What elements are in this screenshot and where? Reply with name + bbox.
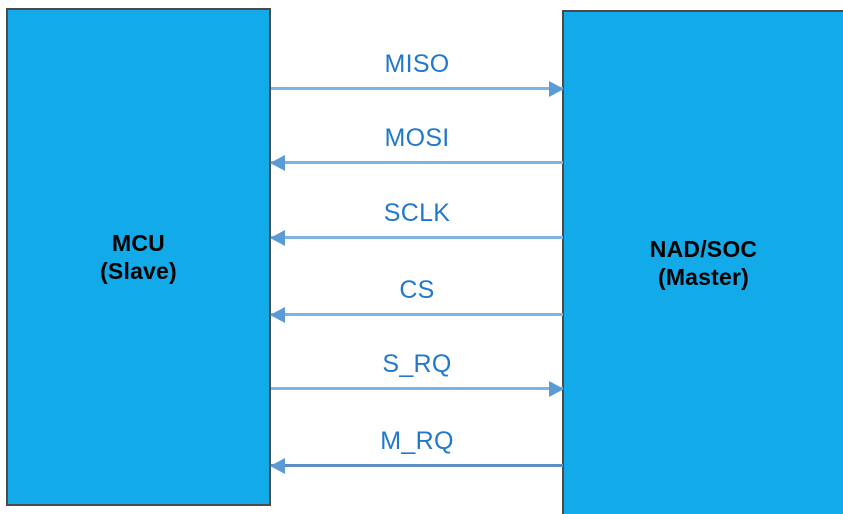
connection-cs-line bbox=[271, 313, 563, 316]
connection-sclk-line bbox=[271, 236, 563, 239]
connection-m-rq-label: M_RQ bbox=[380, 427, 454, 455]
connection-m-rq-line bbox=[271, 464, 563, 467]
arrow-left-icon bbox=[270, 230, 285, 246]
node-mcu-subtitle: (Slave) bbox=[100, 258, 177, 284]
node-nad-soc[interactable]: NAD/SOC (Master) bbox=[562, 10, 843, 514]
connection-mosi-line bbox=[271, 161, 563, 164]
connection-mosi-label: MOSI bbox=[384, 124, 450, 152]
connection-miso-line bbox=[271, 87, 563, 90]
arrow-left-icon bbox=[270, 155, 285, 171]
arrow-right-icon bbox=[549, 81, 564, 97]
connection-sclk-label: SCLK bbox=[383, 199, 451, 227]
arrow-right-icon bbox=[549, 381, 564, 397]
connection-s-rq-line bbox=[271, 387, 563, 390]
node-nad-soc-title: NAD/SOC bbox=[649, 235, 758, 262]
connection-cs-label: CS bbox=[399, 276, 435, 304]
node-mcu[interactable]: MCU (Slave) bbox=[6, 8, 271, 506]
connection-s-rq-label: S_RQ bbox=[382, 350, 452, 378]
connection-miso-label: MISO bbox=[384, 50, 450, 78]
node-nad-soc-subtitle: (Master) bbox=[657, 264, 750, 290]
node-mcu-title: MCU bbox=[112, 229, 165, 256]
arrow-left-icon bbox=[270, 458, 285, 474]
arrow-left-icon bbox=[270, 307, 285, 323]
